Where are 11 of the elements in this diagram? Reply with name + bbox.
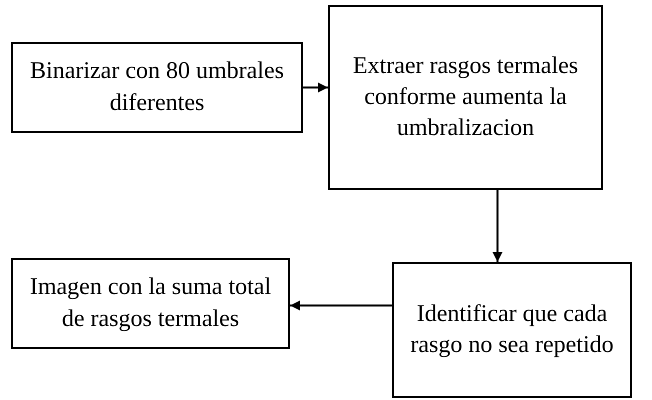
box-text: Imagen con la suma total de rasgos termales — [28, 273, 272, 334]
arrow — [303, 82, 328, 92]
arrow — [492, 190, 502, 262]
process-box — [11, 258, 290, 349]
box-text: Identificar que cada rasgo no sea repetido — [409, 300, 615, 360]
arrow — [290, 300, 392, 310]
box-text: Extraer rasgos termales conforme aumenta la umbralizacion — [352, 52, 580, 144]
box-text: Binarizar con 80 umbrales diferentes — [29, 57, 285, 118]
process-box — [392, 262, 632, 398]
process-box — [11, 42, 303, 133]
process-box — [328, 5, 603, 190]
